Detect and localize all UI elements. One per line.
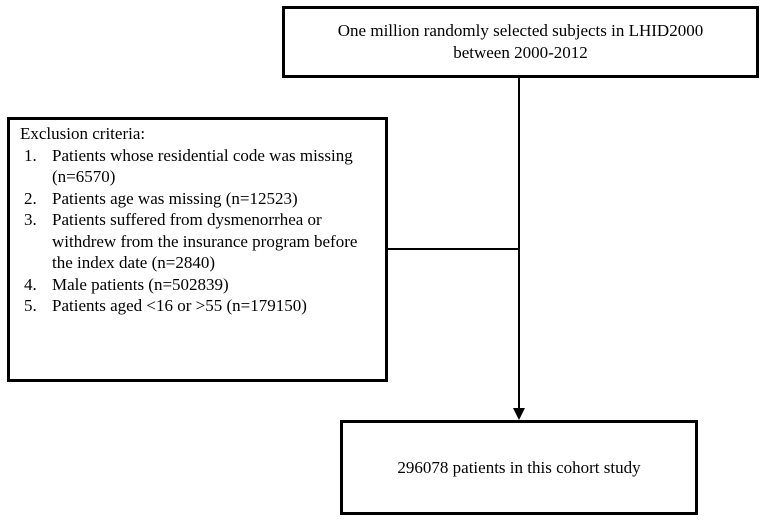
exclusion-item-text: Patients age was missing (n=12523): [52, 188, 298, 208]
exclusion-item: 1. Patients whose residential code was m…: [20, 145, 377, 188]
exclusion-item-number: 5.: [24, 296, 37, 315]
exclusion-item: 3. Patients suffered from dysmenorrhea o…: [20, 209, 377, 274]
exclusion-item-text: Patients aged <16 or >55 (n=179150): [52, 296, 307, 315]
source-population-line2: between 2000-2012: [453, 43, 588, 62]
exclusion-item: 5. Patients aged <16 or >55 (n=179150): [20, 295, 377, 317]
exclusion-item-number: 1.: [24, 145, 37, 165]
exclusion-item-text: Male patients (n=502839): [52, 274, 229, 294]
source-population-line1: One million randomly selected subjects i…: [337, 21, 704, 40]
exclusion-criteria-list: 1. Patients whose residential code was m…: [20, 145, 377, 317]
exclusion-item-text: Patients whose residential code was miss…: [52, 145, 353, 187]
exclusion-item-number: 2.: [24, 188, 37, 208]
final-cohort-text: 296078 patients in this cohort study: [397, 457, 641, 477]
exclusion-item-number: 4.: [24, 274, 37, 294]
main-flow-arrowhead: [513, 408, 525, 420]
source-population-box: One million randomly selected subjects i…: [282, 6, 759, 78]
exclusion-criteria-title: Exclusion criteria:: [20, 124, 146, 143]
exclusion-item: 4. Male patients (n=502839): [20, 274, 377, 296]
exclusion-item-text: Patients suffered from dysmenorrhea or w…: [52, 210, 358, 272]
exclusion-criteria-box: Exclusion criteria: 1. Patients whose re…: [7, 117, 388, 382]
exclusion-item: 2. Patients age was missing (n=12523): [20, 188, 377, 210]
final-cohort-box: 296078 patients in this cohort study: [340, 420, 698, 515]
exclusion-item-number: 3.: [24, 210, 37, 229]
